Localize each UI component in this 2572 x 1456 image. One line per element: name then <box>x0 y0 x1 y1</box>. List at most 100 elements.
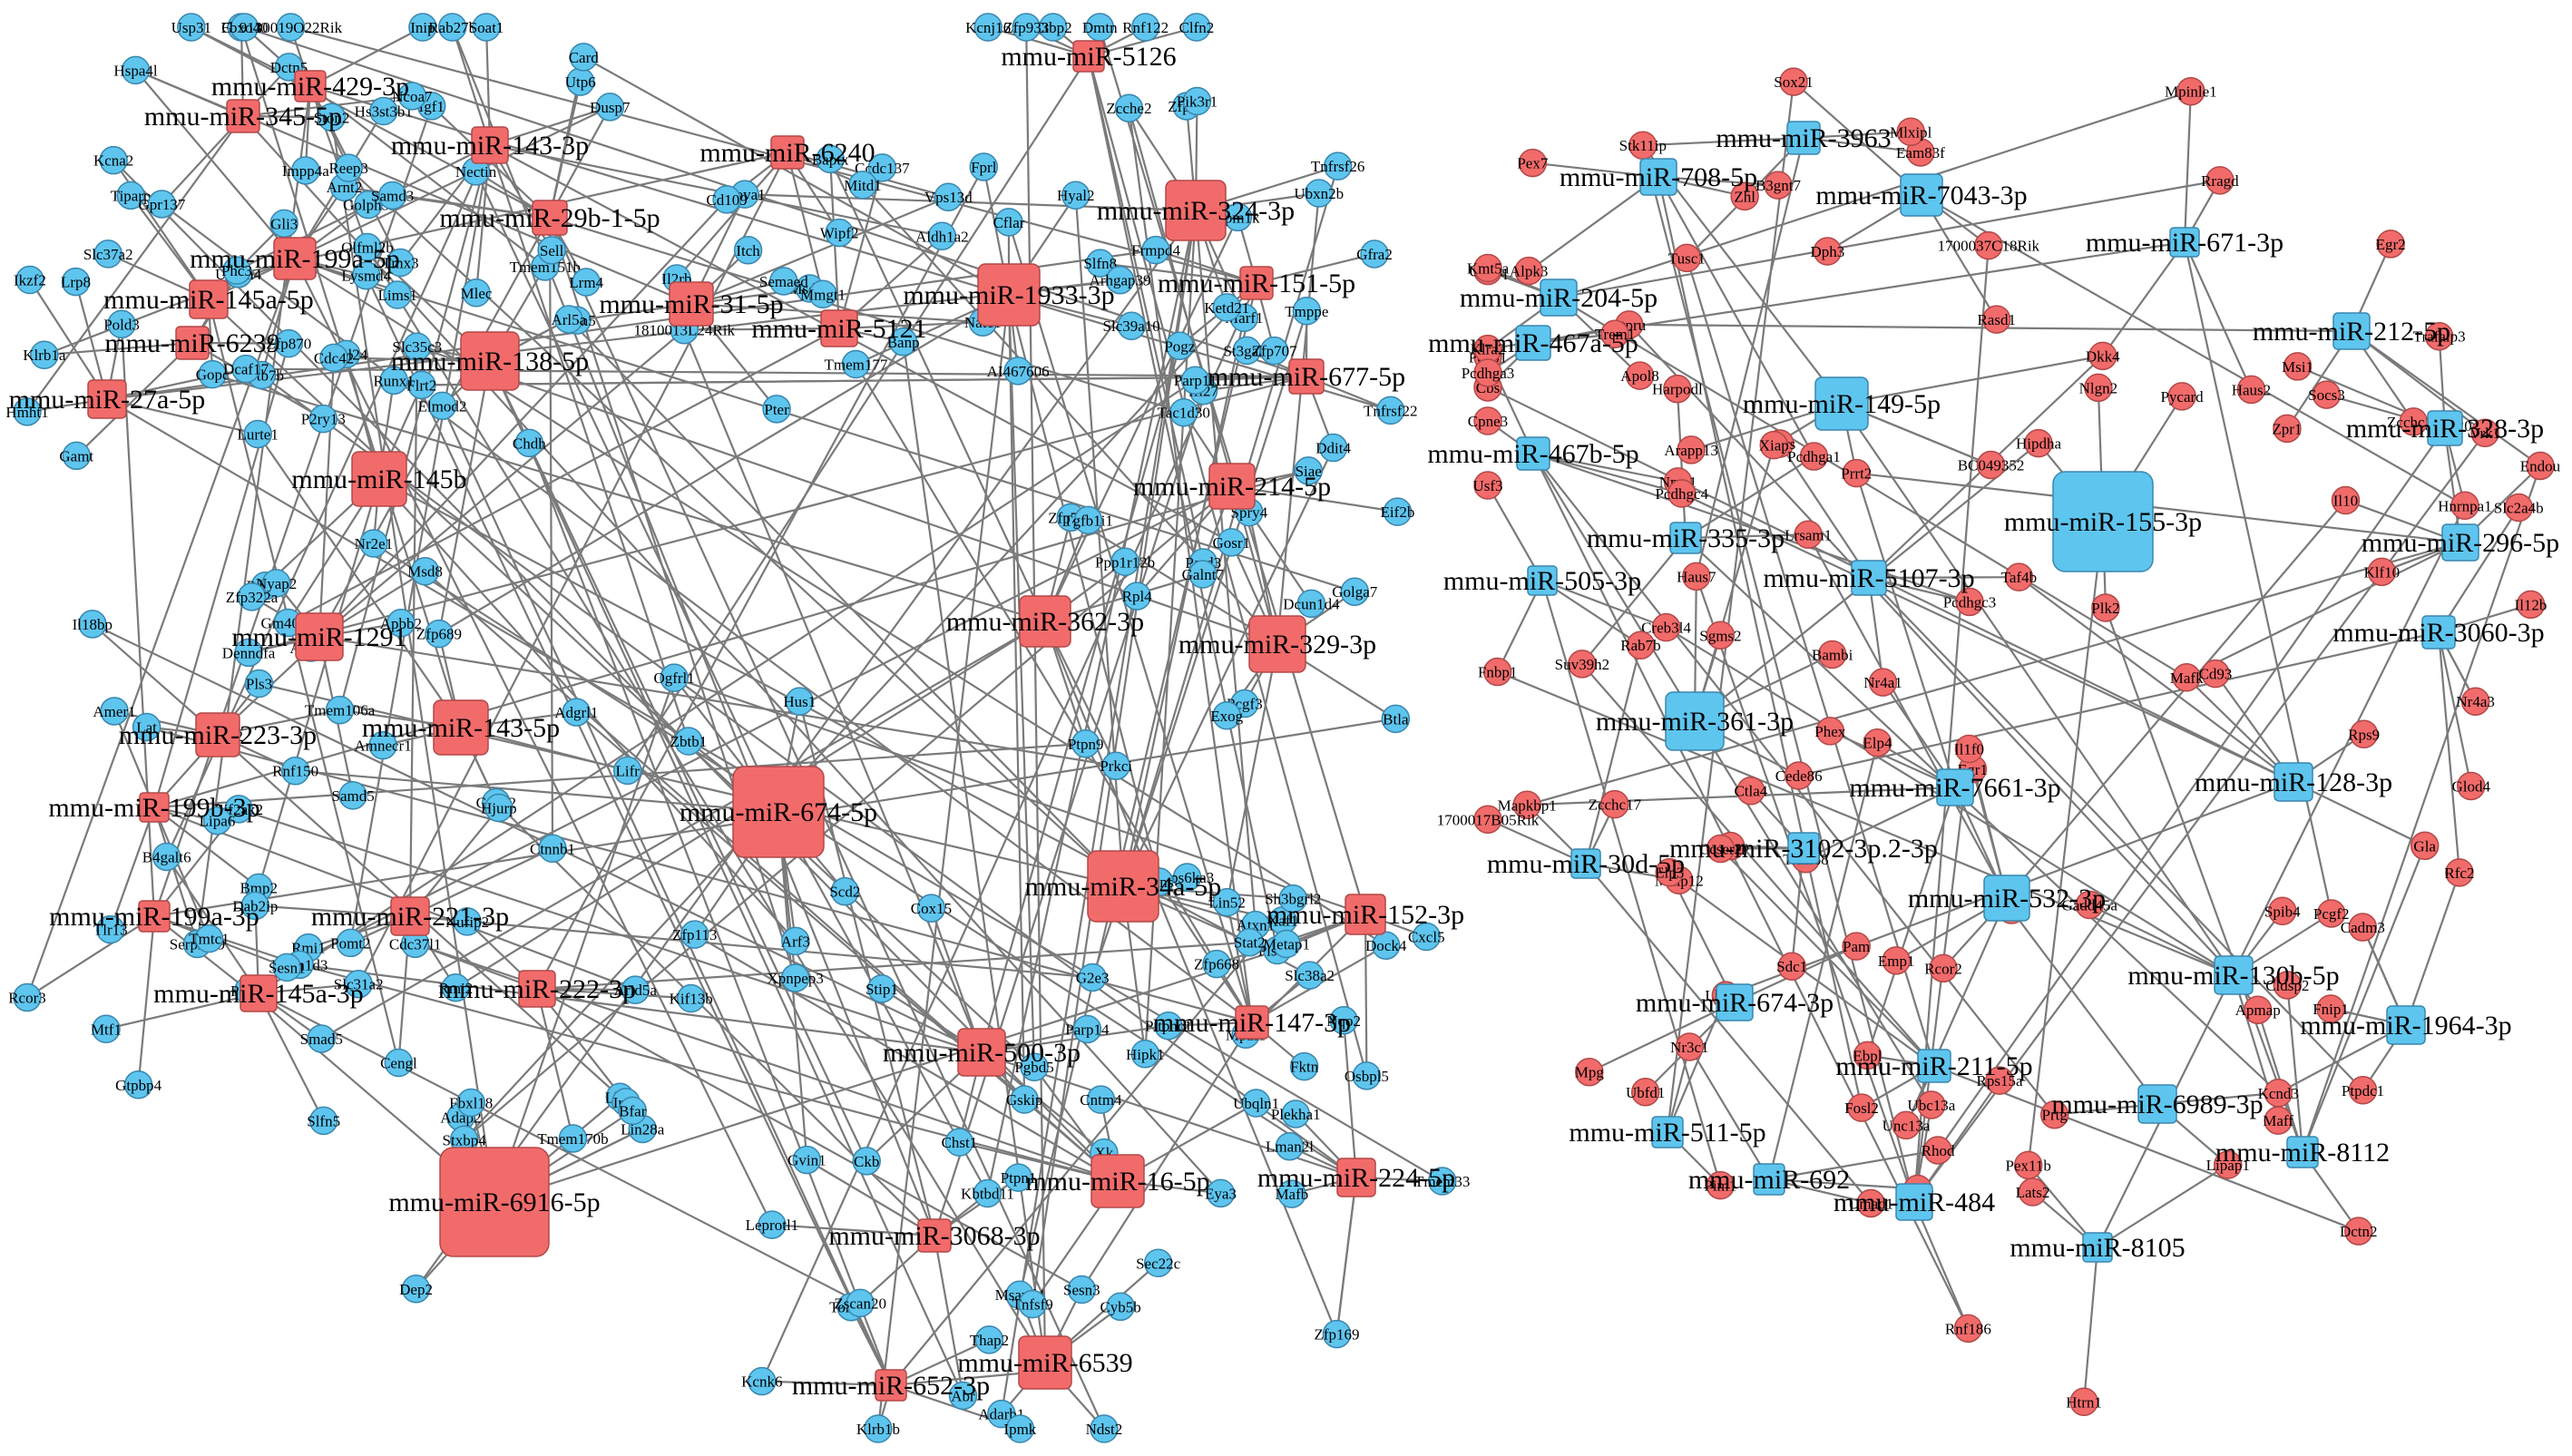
gene-node-ubfd1[interactable]: Ubfd1 <box>1626 1078 1665 1107</box>
gene-circle[interactable] <box>386 248 416 278</box>
gene-node-ubqln1[interactable]: Ubqln1 <box>1233 1089 1279 1118</box>
gene-node-ipmk[interactable]: Ipmk <box>1003 1414 1037 1443</box>
gene-node-cengl[interactable]: Cengl <box>380 1048 417 1078</box>
gene-node-mpg[interactable]: Mpg <box>1575 1057 1605 1087</box>
gene-node-rragd[interactable]: Rragd <box>2201 166 2239 195</box>
mirna-node-mmu-mir-511-5p[interactable]: mmu-miR-511-5p <box>1569 1116 1766 1148</box>
gene-node-pls3[interactable]: Pls3 <box>244 669 274 699</box>
gene-node-arid5a[interactable]: Arid5a <box>614 975 658 1004</box>
gene-circle[interactable] <box>116 181 145 210</box>
mirna-node-mmu-mir-151-5p[interactable]: mmu-miR-151-5p <box>1158 266 1355 300</box>
gene-circle[interactable] <box>1078 963 1107 992</box>
gene-circle[interactable] <box>867 974 896 1003</box>
gene-circle[interactable] <box>1289 1051 1319 1081</box>
mirna-node-mmu-mir-361-3p[interactable]: mmu-miR-361-3p <box>1596 691 1794 751</box>
gene-node-sell[interactable]: Sell <box>537 236 566 265</box>
gene-circle[interactable] <box>308 1106 338 1136</box>
mirna-node-mmu-mir-674-3p[interactable]: mmu-miR-674-3p <box>1636 983 1834 1021</box>
gene-node-slfn5[interactable]: Slfn5 <box>307 1106 340 1136</box>
gene-circle[interactable] <box>1360 239 1389 269</box>
gene-circle[interactable] <box>132 712 161 742</box>
gene-node-mmgt1[interactable]: Mmgt1 <box>800 279 846 309</box>
mirna-node-mmu-mir-3060-3p[interactable]: mmu-miR-3060-3p <box>2332 615 2545 650</box>
gene-circle[interactable] <box>1018 1289 1047 1319</box>
gene-circle[interactable] <box>1383 497 1413 526</box>
gene-circle[interactable] <box>948 1381 978 1411</box>
gene-circle[interactable] <box>352 260 381 290</box>
gene-circle[interactable] <box>569 43 599 72</box>
gene-node-slc39a10[interactable]: Slc39a10 <box>1103 311 1160 340</box>
mirna-node-mmu-mir-199a-3p[interactable]: mmu-miR-199a-3p <box>49 900 259 933</box>
gene-node-olfml2b[interactable]: Olfml2b <box>341 232 394 262</box>
gene-circle[interactable] <box>408 13 437 42</box>
gene-node-hipdha[interactable]: Hipdha <box>2016 428 2062 458</box>
mirna-node-mmu-mir-29b-1-5p[interactable]: mmu-miR-29b-1-5p <box>439 200 660 236</box>
gene-node-cflar[interactable]: Cflar <box>993 208 1025 237</box>
gene-node-usf3[interactable]: Usf3 <box>1472 471 1503 500</box>
gene-circle[interactable] <box>1165 331 1195 361</box>
gene-circle[interactable] <box>1117 311 1146 340</box>
gene-node-usp31[interactable]: Usp31 <box>171 13 211 42</box>
gene-circle[interactable] <box>1003 1163 1033 1192</box>
gene-circle[interactable] <box>1182 86 1212 116</box>
gene-circle[interactable] <box>1188 560 1218 589</box>
gene-circle[interactable] <box>864 1414 893 1443</box>
gene-node-gpr137[interactable]: Gpr137 <box>138 190 186 219</box>
gene-circle[interactable] <box>808 279 837 309</box>
mirna-node-mmu-mir-467b-5p[interactable]: mmu-miR-467b-5p <box>1427 436 1639 471</box>
gene-node-btla[interactable]: Btla <box>1381 704 1411 734</box>
mirna-node-mmu-mir-6989-3p[interactable]: mmu-miR-6989-3p <box>2051 1084 2264 1124</box>
mirna-node-mmu-mir-211-5p[interactable]: mmu-miR-211-5p <box>1835 1049 2033 1083</box>
gene-node-mlec[interactable]: Mlec <box>461 278 493 308</box>
gene-node-gtpbp4[interactable]: Gtpbp4 <box>115 1070 162 1099</box>
gene-node-zcche2[interactable]: Zcche2 <box>1106 93 1151 122</box>
mirna-node-mmu-mir-143-3p[interactable]: mmu-miR-143-3p <box>391 126 589 164</box>
gene-node-rcor3[interactable]: Rcor3 <box>8 982 46 1012</box>
mirna-node-mmu-mir-27a-5p[interactable]: mmu-miR-27a-5p <box>9 379 206 419</box>
gene-node-nlgn2[interactable]: Nlgn2 <box>2079 373 2118 403</box>
gene-node-dmtn[interactable]: Dmtn <box>1082 13 1118 42</box>
gene-circle[interactable] <box>1141 235 1170 265</box>
gene-node-xiap[interactable]: Xiap <box>1759 430 1789 460</box>
gene-node-zcchc17[interactable]: Zcchc17 <box>1589 789 1642 819</box>
gene-circle[interactable] <box>1169 397 1198 427</box>
gene-node-zfp689[interactable]: Zfp689 <box>416 619 462 649</box>
gene-node-chst1[interactable]: Chst1 <box>942 1128 978 1157</box>
gene-node-tac1d30[interactable]: Tac1d30 <box>1158 397 1210 427</box>
gene-node-lurte1[interactable]: Lurte1 <box>238 419 279 449</box>
gene-node-gopc[interactable]: Gopc <box>196 359 230 389</box>
gene-node-mafb[interactable]: Mafb <box>1275 1179 1308 1208</box>
gene-node-klrb1a[interactable]: Klrb1a <box>23 340 66 369</box>
gene-node-hjurp[interactable]: Hjurp <box>481 793 517 823</box>
gene-circle[interactable] <box>1217 528 1247 557</box>
gene-circle[interactable] <box>1295 961 1325 990</box>
gene-node-scd2[interactable]: Scd2 <box>829 876 860 906</box>
gene-node-emp1[interactable]: Emp1 <box>1878 946 1915 975</box>
gene-node-adgrl1[interactable]: Adgrl1 <box>554 698 598 727</box>
gene-circle[interactable] <box>1277 1179 1306 1208</box>
gene-node-stat2[interactable]: Stat2 <box>1234 927 1266 957</box>
gene-circle[interactable] <box>974 1325 1004 1354</box>
gene-node-prkci[interactable]: Prkci <box>1100 751 1132 780</box>
gene-node-tgfb1i1[interactable]: Tgfb1i1 <box>1063 505 1113 535</box>
gene-node-xpnpep3[interactable]: Xpnpep3 <box>768 963 824 992</box>
gene-circle[interactable] <box>344 969 373 999</box>
mirna-node-mmu-mir-128-3p[interactable]: mmu-miR-128-3p <box>2195 762 2392 802</box>
gene-circle[interactable] <box>595 93 625 122</box>
gene-node-thap2[interactable]: Thap2 <box>970 1325 1009 1354</box>
mirna-node-mmu-mir-8112[interactable]: mmu-miR-8112 <box>2215 1136 2390 1168</box>
gene-node-tmem170b[interactable]: Tmem170b <box>537 1124 609 1153</box>
gene-circle[interactable] <box>1281 1099 1310 1129</box>
gene-node-pam[interactable]: Pam <box>1842 932 1871 961</box>
gene-node-lat[interactable]: Lat <box>132 712 161 742</box>
gene-circle[interactable] <box>676 983 706 1013</box>
gene-circle[interactable] <box>562 698 592 727</box>
gene-circle[interactable] <box>1143 1248 1173 1278</box>
gene-node-ppm1k[interactable]: Ppm1k <box>1216 202 1260 232</box>
gene-circle[interactable] <box>916 894 946 923</box>
gene-circle[interactable] <box>1086 1085 1116 1114</box>
gene-circle[interactable] <box>437 13 467 42</box>
mirna-node-mmu-mir-145b[interactable]: mmu-miR-145b <box>291 451 467 507</box>
gene-node-ikzf2[interactable]: Ikzf2 <box>14 265 46 295</box>
gene-node-rpl4[interactable]: Rpl4 <box>1122 581 1153 611</box>
